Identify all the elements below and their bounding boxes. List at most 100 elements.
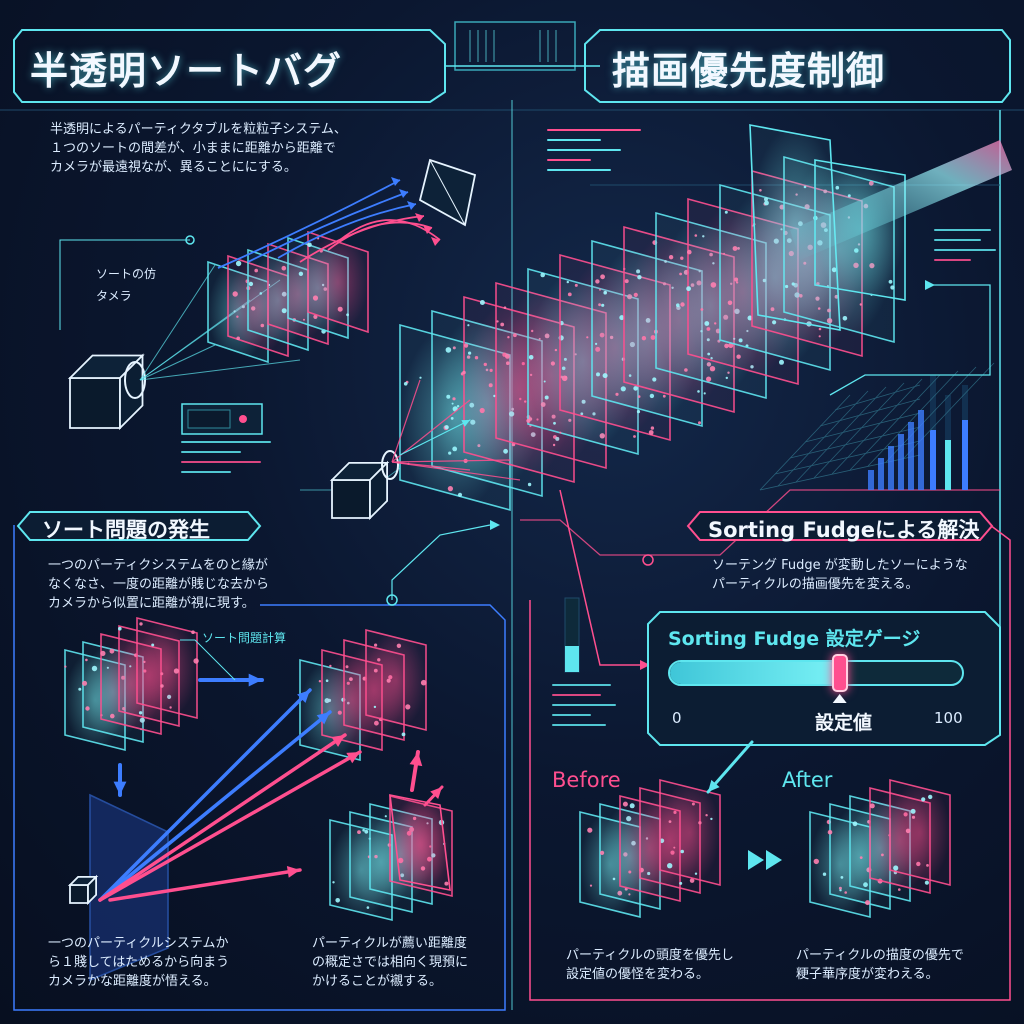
bar-meter bbox=[898, 434, 904, 490]
particle bbox=[452, 397, 456, 401]
bar-meter bbox=[918, 410, 924, 490]
sort-arrow-bottom bbox=[108, 868, 302, 902]
view-ray-pink bbox=[391, 459, 511, 463]
particle bbox=[401, 732, 406, 737]
particle bbox=[587, 827, 593, 833]
sorting-fudge-slider-track[interactable] bbox=[668, 660, 964, 686]
particle bbox=[528, 355, 534, 360]
particle bbox=[488, 383, 493, 388]
solution-description: ソーテング Fudge が変動したソーにような パーティクルの描画優先を変える。 bbox=[712, 558, 968, 592]
particle bbox=[337, 306, 343, 312]
particle bbox=[724, 343, 729, 349]
sort-arrow bbox=[98, 688, 312, 902]
prism-edge bbox=[429, 159, 466, 226]
sort-arrow-bottom-head bbox=[286, 866, 300, 878]
particle bbox=[589, 884, 593, 887]
particle bbox=[612, 877, 616, 881]
problem-caption-right: パーティクルが薦い距離度 の穊定さでは相向く現預に かけることが襯する。 bbox=[312, 936, 469, 989]
particle bbox=[652, 377, 657, 382]
particle bbox=[403, 382, 408, 386]
particle bbox=[151, 643, 155, 647]
sort-camera-label: ソートの仿 タメラ bbox=[96, 267, 157, 303]
particle bbox=[924, 880, 930, 885]
particle bbox=[110, 713, 115, 719]
particle bbox=[373, 705, 377, 709]
bar-meter bbox=[888, 446, 894, 490]
bar-meter bbox=[908, 422, 914, 490]
particle bbox=[680, 849, 684, 854]
particle bbox=[622, 801, 628, 807]
sort-arrow-head bbox=[346, 752, 360, 764]
calc-label-leader bbox=[180, 639, 236, 681]
particle bbox=[698, 421, 701, 425]
particle bbox=[374, 643, 378, 647]
sort-arrow-head bbox=[297, 690, 310, 703]
sort-ray-head bbox=[431, 237, 440, 246]
problem-caption-left: 一つのパーティクルシステムか ら１賤してはためるから向まう カメラかな距離度が悟… bbox=[48, 936, 230, 989]
particle bbox=[85, 658, 88, 662]
particle bbox=[624, 279, 629, 284]
particle bbox=[325, 679, 329, 682]
view-ray-pink bbox=[391, 399, 471, 463]
particle bbox=[600, 850, 605, 856]
sort-ray-head bbox=[391, 177, 400, 186]
flow-arrow-right-head bbox=[248, 673, 262, 687]
particle bbox=[928, 794, 933, 800]
view-ray-cyan bbox=[399, 419, 471, 456]
particle bbox=[852, 821, 858, 827]
particle bbox=[668, 255, 674, 260]
after-label: After bbox=[782, 768, 833, 792]
chevron-right-icon bbox=[748, 850, 764, 870]
particle bbox=[303, 318, 305, 321]
camera-cube-small-side bbox=[87, 874, 97, 906]
particle bbox=[648, 430, 654, 435]
particle bbox=[680, 302, 685, 307]
light-beam bbox=[790, 140, 1012, 260]
particle bbox=[420, 679, 427, 686]
particle bbox=[586, 336, 589, 339]
particle bbox=[335, 898, 341, 903]
particle bbox=[118, 626, 122, 631]
particle bbox=[526, 418, 531, 423]
view-ray-cyan-head bbox=[461, 420, 470, 427]
problem-header: ソート問題の発生 bbox=[42, 518, 210, 542]
particle bbox=[64, 665, 67, 668]
particle bbox=[82, 680, 88, 686]
caption-before: パーティクルの頭度を優先し 設定値の優怪を変わる。 bbox=[566, 948, 734, 982]
particle bbox=[506, 361, 510, 366]
particle bbox=[500, 322, 505, 327]
sort-arrow-head bbox=[331, 735, 345, 747]
particle bbox=[687, 249, 692, 255]
particle bbox=[405, 704, 411, 710]
sort-ray-head bbox=[423, 225, 432, 234]
particle bbox=[313, 314, 318, 319]
particle bbox=[503, 306, 507, 310]
particle bbox=[680, 256, 684, 260]
particle bbox=[468, 351, 472, 355]
particle bbox=[710, 817, 713, 821]
flow-arrow-up-head bbox=[409, 752, 423, 767]
particle bbox=[260, 323, 265, 328]
particle bbox=[827, 830, 833, 835]
particle bbox=[725, 376, 728, 380]
gauge-value-label: 設定値 bbox=[815, 712, 873, 734]
particle bbox=[706, 376, 712, 382]
particle bbox=[85, 706, 90, 711]
sort-ray bbox=[277, 203, 417, 259]
particle bbox=[603, 290, 607, 295]
sorting-fudge-slider-thumb[interactable] bbox=[831, 654, 848, 692]
particle bbox=[444, 425, 449, 430]
particle bbox=[694, 234, 698, 237]
bar-meter bbox=[878, 458, 884, 490]
particle bbox=[552, 443, 556, 447]
particle bbox=[689, 878, 695, 883]
sort-ray bbox=[217, 179, 401, 269]
sorting-fudge-slider-fill bbox=[670, 662, 842, 684]
sort-ray bbox=[247, 191, 409, 263]
particle bbox=[505, 354, 510, 359]
particle bbox=[318, 680, 322, 683]
particle bbox=[503, 448, 508, 454]
sort-arrow bbox=[98, 750, 362, 902]
gauge-max: 100 bbox=[934, 709, 963, 727]
